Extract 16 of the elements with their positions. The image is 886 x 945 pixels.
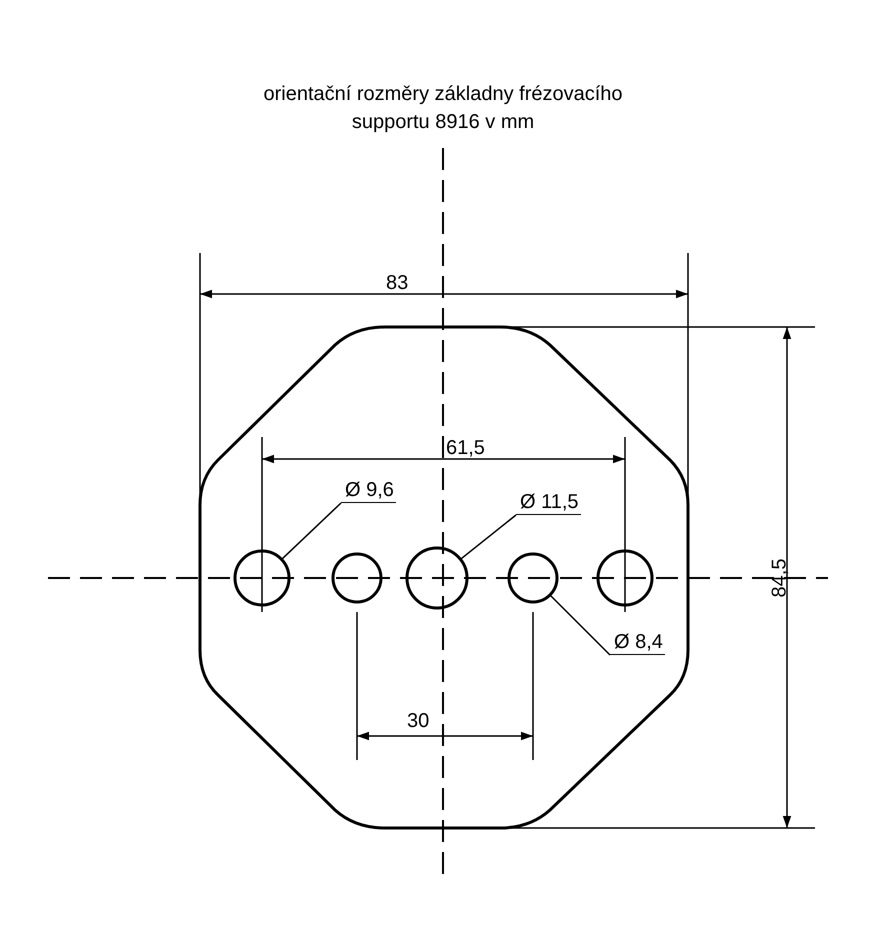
hole [406,546,468,610]
dimension-value: 61,5 [446,437,485,459]
leader-line [549,594,611,656]
leader-line [281,502,342,560]
diameter-callout: Ø 8,4 [610,632,665,655]
hole [234,550,290,606]
hole [332,552,382,604]
dimension-value: 84,5 [768,558,790,598]
dimension-value: 83 [386,272,408,294]
leader-line [460,514,516,560]
diameter-callout: Ø 9,6 [341,480,396,503]
hole [596,550,654,606]
hole [508,552,558,604]
dimension-value: 30 [407,710,430,732]
diameter-callout: Ø 11,5 [516,492,581,515]
drawing-title: orientační rozměry základny frézovacího supportu 8916 v mm [262,82,624,135]
